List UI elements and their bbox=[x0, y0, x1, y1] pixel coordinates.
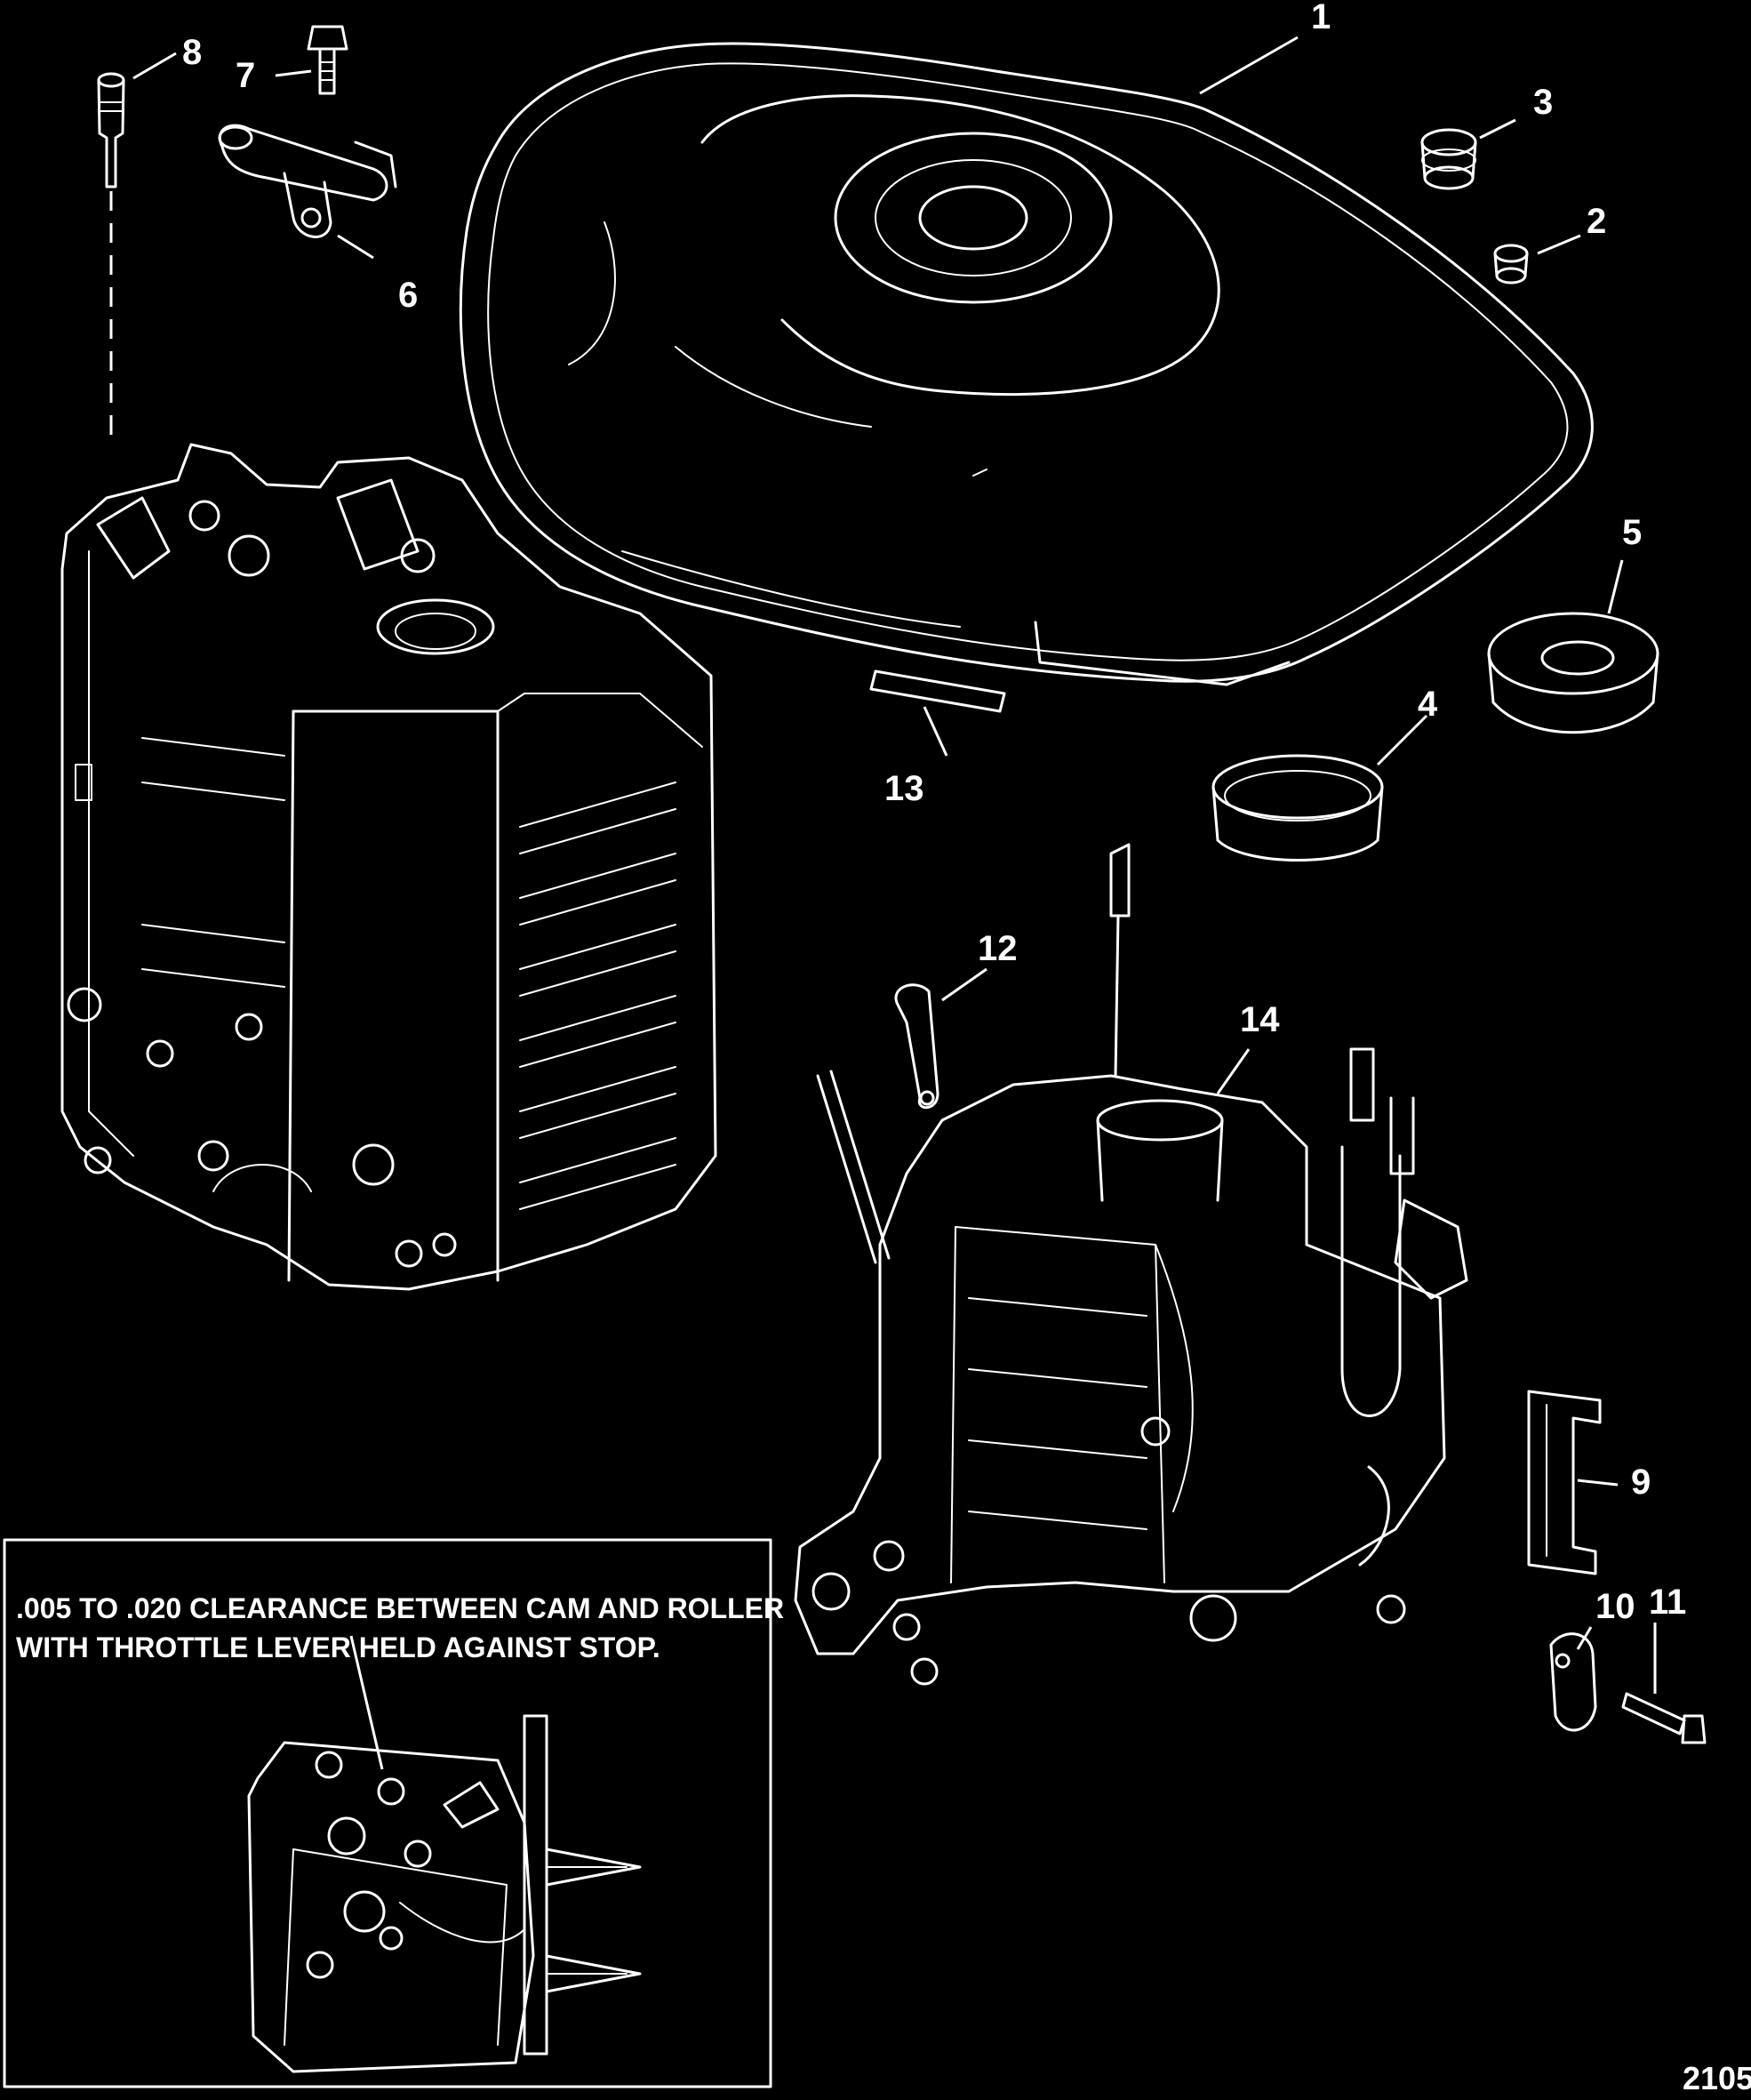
detail-inset: .005 TO .020 CLEARANCE BETWEEN CAM AND R… bbox=[3, 1538, 784, 2088]
callout-1: 1 bbox=[1311, 0, 1331, 36]
callout-7: 7 bbox=[236, 56, 255, 95]
clamp-10-part bbox=[1549, 1632, 1597, 1732]
port-rows bbox=[519, 781, 676, 1210]
bolt-7-part bbox=[307, 25, 348, 95]
fitting-8-part bbox=[97, 72, 125, 188]
figure-id: 2105 bbox=[1683, 2060, 1751, 2096]
seal-cup-part bbox=[1487, 612, 1659, 734]
cylinder-block-part bbox=[60, 443, 717, 1291]
bracket-9-part bbox=[1527, 1390, 1602, 1575]
fuel-module-part bbox=[794, 843, 1468, 1686]
grommet-small-part bbox=[1493, 244, 1529, 285]
sensor-6-part bbox=[218, 124, 397, 238]
callout-5: 5 bbox=[1622, 513, 1642, 552]
detail-note-line-2: WITH THROTTLE LEVER HELD AGAINST STOP. bbox=[16, 1631, 660, 1663]
callout-2: 2 bbox=[1587, 202, 1606, 241]
callout-9: 9 bbox=[1631, 1463, 1651, 1502]
callout-labels: 1 2 3 4 5 6 7 8 9 10 11 12 13 14 bbox=[182, 0, 1686, 1626]
detail-note-line-1: .005 TO .020 CLEARANCE BETWEEN CAM AND R… bbox=[16, 1592, 784, 1624]
callout-11: 11 bbox=[1649, 1583, 1686, 1622]
callout-4: 4 bbox=[1418, 685, 1438, 724]
leader-lines bbox=[132, 36, 1657, 1770]
decal-13-part bbox=[869, 669, 1006, 713]
callout-14: 14 bbox=[1240, 1000, 1280, 1039]
flywheel-cover-part bbox=[459, 42, 1594, 686]
seal-ring-part bbox=[1211, 754, 1384, 862]
callout-6: 6 bbox=[398, 276, 418, 315]
callout-12: 12 bbox=[978, 929, 1018, 968]
callout-3: 3 bbox=[1533, 83, 1553, 122]
grommet-medium-part bbox=[1420, 128, 1477, 190]
callout-10: 10 bbox=[1595, 1587, 1635, 1626]
throttle-linkage-detail bbox=[247, 1714, 642, 2073]
callout-13: 13 bbox=[884, 769, 924, 808]
callout-8: 8 bbox=[182, 33, 202, 72]
clamp-12-part bbox=[894, 983, 939, 1110]
bolt-11-part bbox=[1621, 1692, 1707, 1744]
